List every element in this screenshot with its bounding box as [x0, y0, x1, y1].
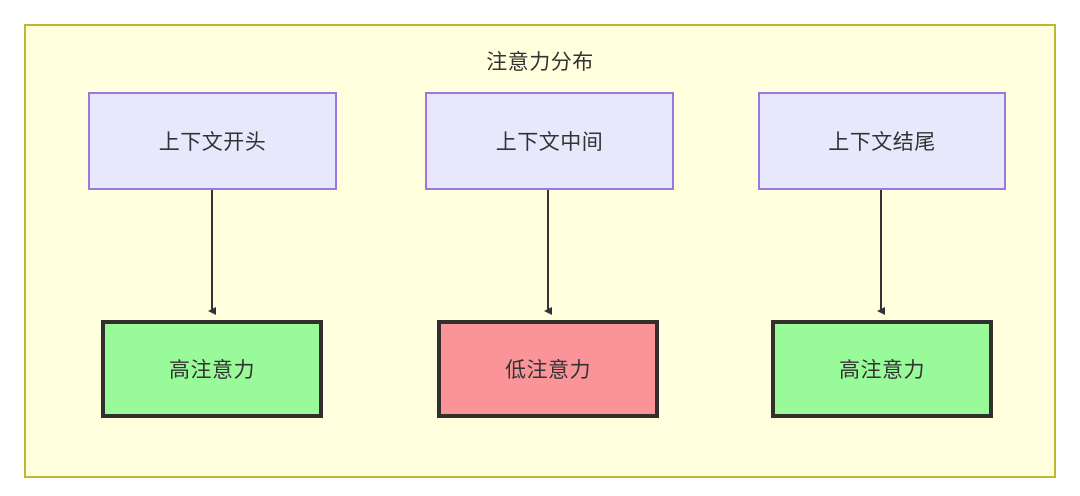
node-attention-middle-label: 低注意力 — [505, 359, 591, 382]
node-attention-end[interactable]: 高注意力 — [771, 320, 993, 418]
node-context-middle-label: 上下文中间 — [495, 131, 604, 154]
node-context-start[interactable]: 上下文开头 — [88, 92, 337, 190]
subgraph-title: 注意力分布 — [486, 51, 594, 74]
node-context-end-label: 上下文结尾 — [828, 131, 936, 154]
node-attention-end-label: 高注意力 — [839, 359, 925, 382]
node-attention-middle[interactable]: 低注意力 — [437, 320, 659, 418]
node-attention-start[interactable]: 高注意力 — [101, 320, 323, 418]
node-context-start-label: 上下文开头 — [158, 131, 267, 154]
node-context-middle[interactable]: 上下文中间 — [425, 92, 674, 190]
node-attention-start-label: 高注意力 — [169, 359, 255, 382]
node-context-end[interactable]: 上下文结尾 — [758, 92, 1006, 190]
